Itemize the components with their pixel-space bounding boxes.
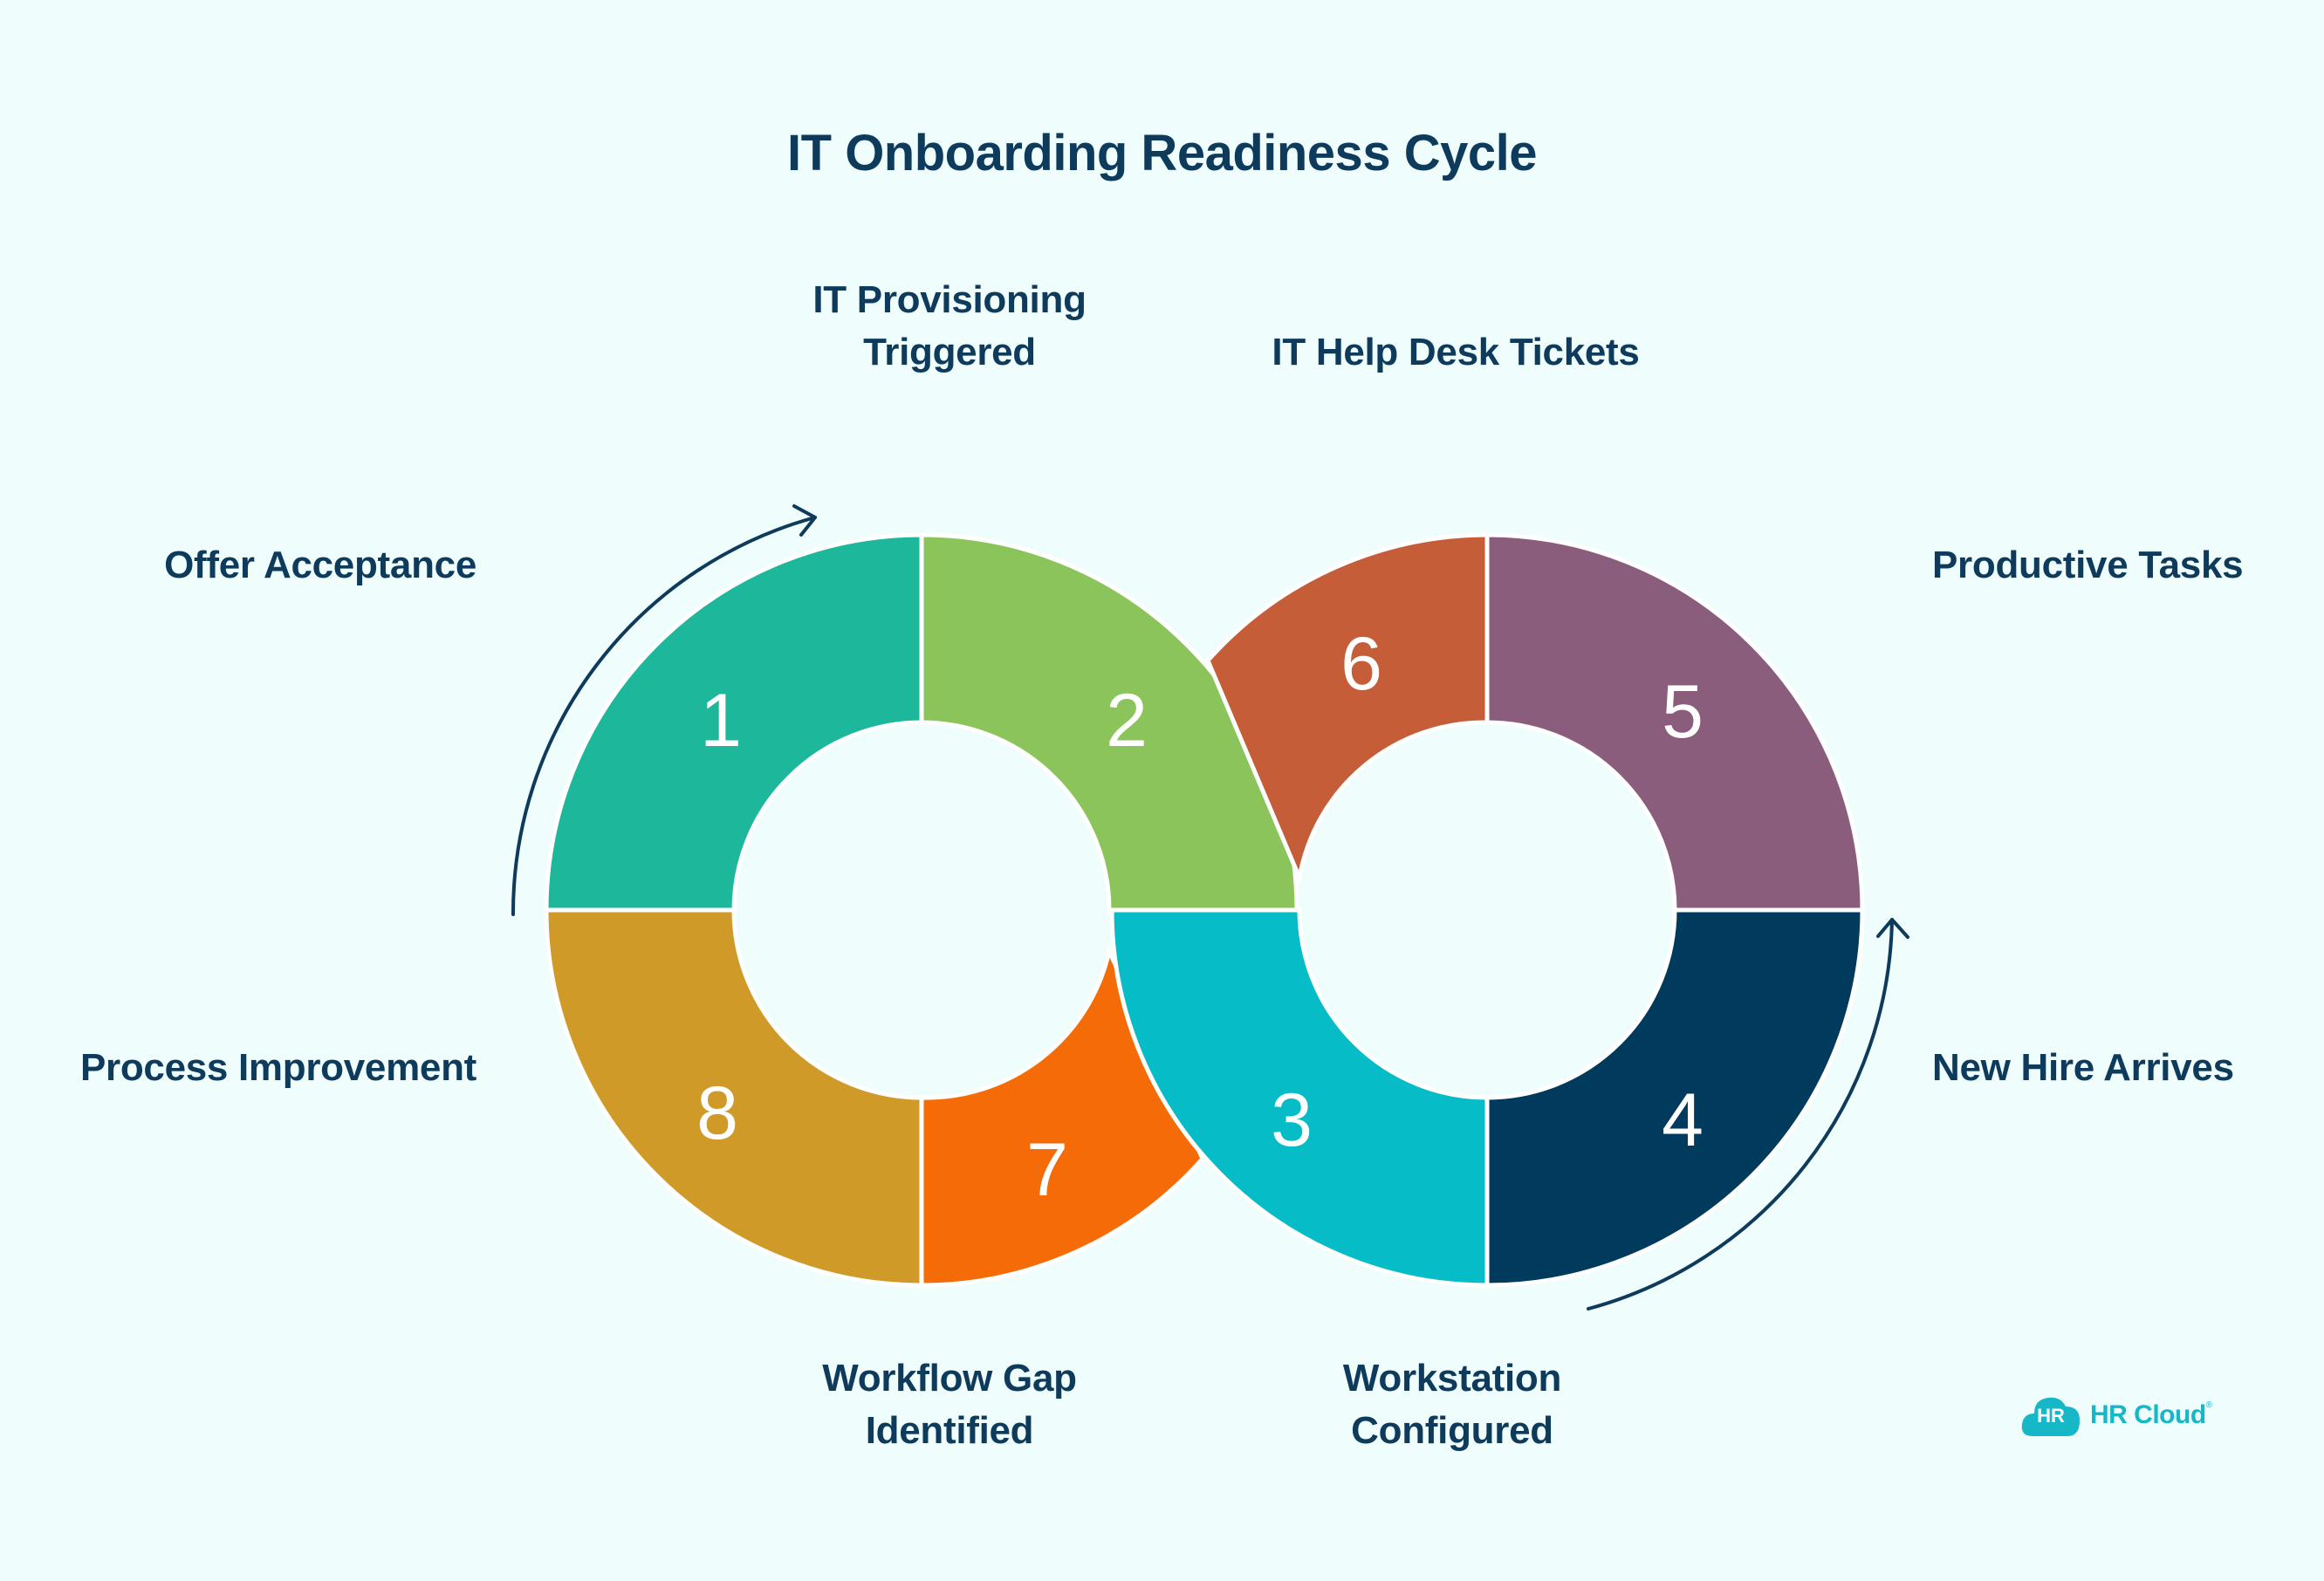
flow-arrow-left — [511, 504, 817, 916]
stage-segment-5 — [1484, 532, 1865, 913]
stage-segment-1 — [544, 532, 924, 913]
stage-segment-6 — [1205, 532, 1490, 886]
stage-label-1: Offer Acceptance — [164, 544, 476, 586]
hr-cloud-logo: HR HR Cloud® — [2020, 1391, 2212, 1440]
logo-badge: HR — [2037, 1405, 2065, 1427]
stage-label-7: Workflow Gap Identified — [822, 1357, 1077, 1452]
stage-label-8: Process Improvement — [79, 1046, 476, 1089]
stage-number-4: 4 — [1662, 1078, 1704, 1162]
stage-segment-8 — [544, 907, 924, 1288]
stage-number-7: 7 — [1026, 1128, 1068, 1212]
stage-label-6: IT Help Desk Tickets — [1272, 331, 1640, 373]
stage-label-3: Workstation Configured — [1342, 1357, 1562, 1452]
stage-number-6: 6 — [1340, 622, 1382, 706]
stage-number-1: 1 — [700, 679, 742, 763]
stage-number-2: 2 — [1106, 679, 1148, 763]
stage-number-3: 3 — [1271, 1078, 1313, 1162]
stage-label-2: IT Provisioning Triggered — [812, 278, 1087, 373]
diagram-title: IT Onboarding Readiness Cycle — [787, 125, 1537, 181]
stage-number-8: 8 — [696, 1071, 738, 1155]
cloud-icon: HR — [2020, 1393, 2081, 1438]
flow-arrow-right — [1587, 918, 1909, 1311]
stage-segment-4 — [1484, 907, 1865, 1288]
stage-number-5: 5 — [1662, 670, 1704, 754]
stage-label-4: New Hire Arrives — [1932, 1046, 2234, 1089]
logo-text: HR Cloud — [2090, 1400, 2206, 1429]
registered-mark: ® — [2205, 1400, 2212, 1410]
stage-segment-3 — [1109, 907, 1490, 1288]
stage-label-5: Productive Tasks — [1932, 544, 2244, 586]
